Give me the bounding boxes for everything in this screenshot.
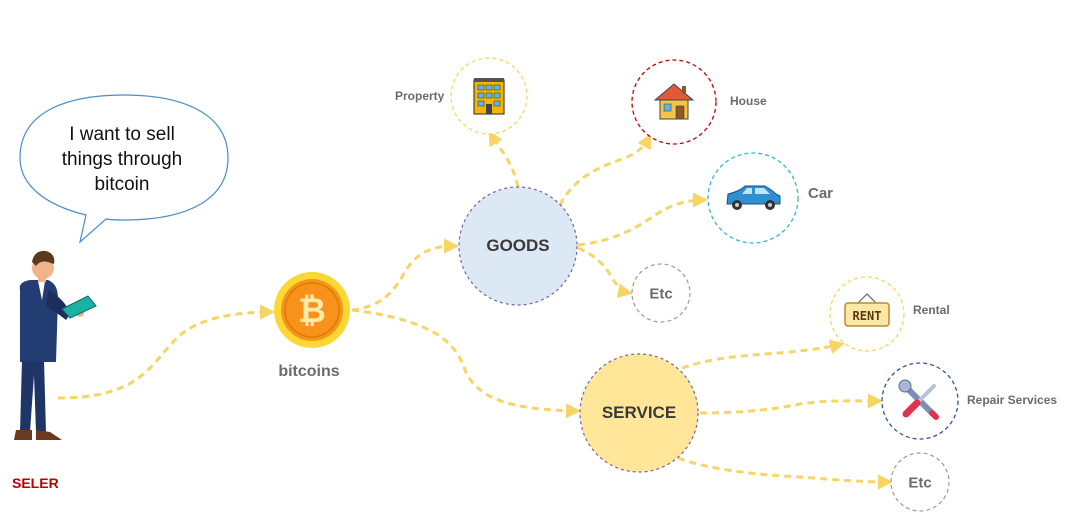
- rent-sign-icon: RENT: [844, 293, 890, 327]
- link-seller-bitcoin: [57, 304, 275, 400]
- rent-sign-text: RENT: [853, 309, 882, 323]
- svg-text:₿: ₿: [298, 291, 326, 331]
- tablet-icon: [61, 295, 97, 319]
- link-bitcoin-goods: [351, 238, 459, 312]
- service-node: [579, 353, 699, 473]
- link-service-repair: [699, 393, 883, 415]
- goods-etc-label: Etc: [649, 285, 673, 303]
- service-label: SERVICE: [601, 403, 677, 422]
- bitcoin-label: bitcoins: [278, 363, 340, 380]
- speech-bubble: [19, 94, 229, 244]
- tools-icon: [898, 379, 939, 420]
- link-goods-car: [577, 192, 708, 247]
- speech-bubble-text: I want to sell things through bitcoin: [61, 124, 183, 195]
- link-goods-etc: [577, 246, 633, 298]
- property-label: Property: [395, 89, 445, 103]
- link-goods-property: [488, 130, 520, 188]
- bitcoin-icon: ₿: [274, 272, 350, 348]
- link-service-rental: [681, 339, 845, 370]
- service-etc-label: Etc: [908, 474, 932, 492]
- building-icon: [473, 78, 505, 115]
- goods-node: [458, 186, 578, 306]
- rental-label: Rental: [913, 303, 950, 317]
- link-goods-house: [558, 133, 652, 206]
- link-service-etc: [677, 456, 893, 490]
- house-label: House: [730, 94, 767, 108]
- car-label: Car: [808, 185, 834, 202]
- service-etc-node: [890, 452, 950, 512]
- repair-label: Repair Services: [967, 393, 1058, 407]
- car-icon: [726, 185, 781, 210]
- house-icon: [653, 83, 695, 120]
- goods-etc-node: [631, 263, 691, 323]
- goods-label: GOODS: [486, 236, 550, 255]
- person-icon: [14, 250, 84, 440]
- link-bitcoin-service: [351, 308, 581, 419]
- seller-label: SELER: [12, 475, 59, 491]
